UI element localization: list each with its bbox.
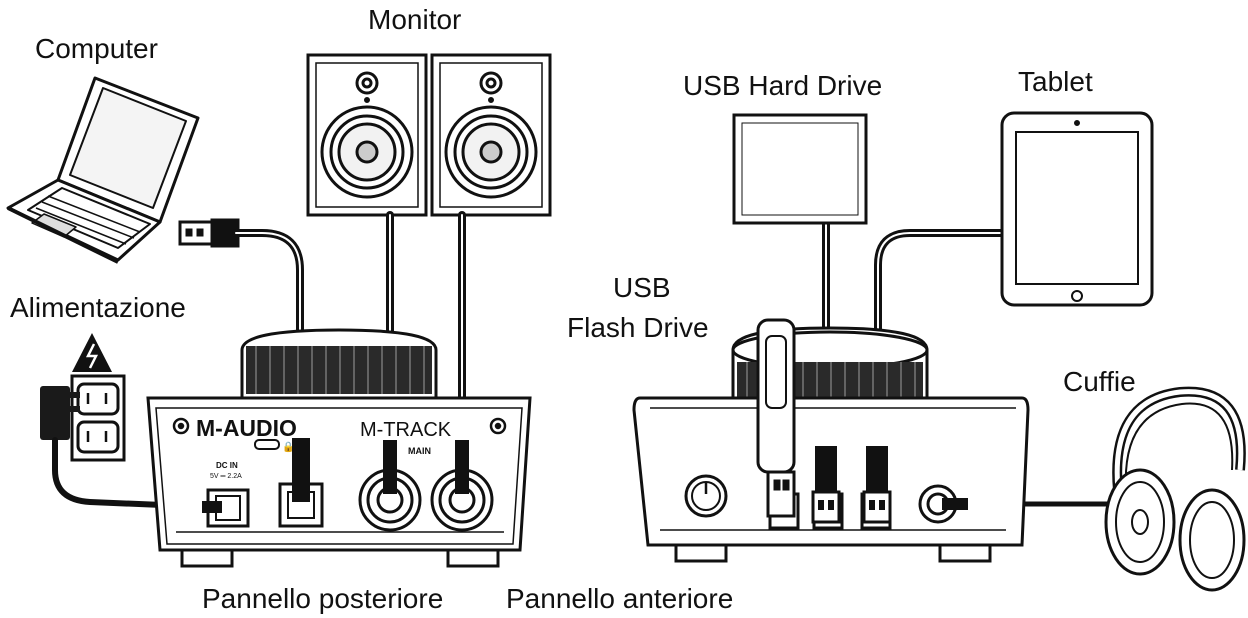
computer-label: Computer [35, 33, 158, 64]
main-output-jack-right [430, 468, 494, 532]
usb-flash-drive-label-line1: USB [613, 272, 671, 303]
warning-triangle-icon [72, 333, 112, 372]
rear-volume-knob [240, 328, 438, 400]
front-panel-label: Pannello anteriore [506, 583, 734, 614]
front-panel-device [632, 326, 1030, 563]
front-gain-knob [684, 474, 728, 518]
headphones-label: Cuffie [1063, 366, 1136, 397]
usb-flash-drive-label-line2: Flash Drive [567, 312, 709, 343]
usb-hard-drive-label: USB Hard Drive [683, 70, 883, 101]
rear-panel-device: M-AUDIO M-TRACK MAIN 🔒 DC IN 5V ═ 2.2A [146, 328, 532, 568]
tablet-label: Tablet [1018, 66, 1093, 97]
usb-plug-tablet [862, 446, 892, 524]
power-label: Alimentazione [10, 292, 186, 323]
lock-icon: 🔒 [282, 441, 294, 453]
power-adapter-icon [40, 386, 80, 440]
monitor-label: Monitor [368, 4, 462, 35]
security-slot [254, 439, 280, 450]
headphone-jack [918, 484, 958, 524]
power-outlet-icon [70, 374, 126, 462]
usb-a-plug-icon [178, 218, 240, 248]
headphones-icon [1104, 386, 1246, 592]
rear-panel-label: Pannello posteriore [202, 583, 444, 614]
rear-model-label: M-TRACK [360, 419, 452, 441]
usb-hard-drive-icon [732, 113, 868, 225]
laptop-icon [6, 76, 200, 264]
dc-in-rating: 5V ═ 2.2A [210, 473, 242, 480]
cables [52, 211, 1115, 510]
speaker-right-icon [430, 53, 552, 217]
tablet-icon [1000, 111, 1154, 307]
speaker-left-icon [306, 53, 428, 217]
usb-flash-drive-icon [756, 318, 796, 518]
main-output-jack-left [358, 468, 422, 532]
dc-in-label: DC IN [216, 461, 238, 470]
rear-brand-logo: M-AUDIO [196, 415, 297, 441]
usb-plug-hard-drive [811, 446, 841, 524]
main-output-label: MAIN [408, 446, 431, 456]
